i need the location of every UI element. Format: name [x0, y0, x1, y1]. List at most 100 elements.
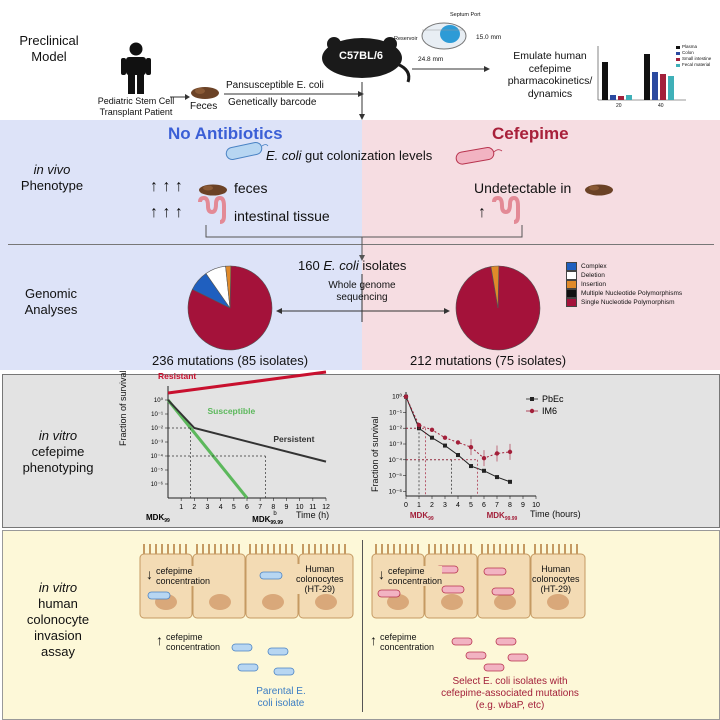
septum-port-label: Septum Port [450, 12, 481, 18]
right-pie-caption: 212 mutations (75 isolates) [410, 353, 567, 368]
mini-bar-si-40 [660, 74, 666, 100]
genomic-left-bg [0, 244, 362, 370]
chart1-ytick: 10⁻⁴ [151, 453, 164, 460]
feces-label: Feces [190, 101, 218, 112]
chart1-label-susceptible: Susceptible [208, 406, 256, 416]
chart1-ytick: 10⁻³ [151, 440, 163, 446]
chart1-xtick: 6 [245, 504, 249, 511]
isolates-text: 160 E. coli isolates [298, 258, 407, 273]
right-down-arrow: ↓ [378, 566, 385, 582]
chart1-ytick: 10⁻¹ [151, 412, 163, 418]
chart1-line-resistant [167, 370, 327, 395]
chart2-xtick: 3 [443, 502, 447, 509]
emulate-text: Emulate human cefepime pharmacokinetics/… [507, 50, 593, 100]
mini-legend: Plasma Colon Small intestine Fecal mater… [676, 44, 711, 68]
select-label: Select E. coli isolates with cefepime-as… [441, 676, 579, 711]
chart1-label-persistent: Persistent [273, 434, 314, 444]
chart1-xtick: 8 [271, 504, 275, 511]
chart2-ytick: 10⁻² [389, 425, 403, 432]
wgs-left-arrow [276, 308, 362, 314]
chart2-legend-pbec: PbEc [542, 394, 564, 404]
chart2-xtick: 4 [456, 502, 460, 509]
invivo-label: in vivo Phenotype [20, 162, 84, 193]
chart2-ytick: 10⁻³ [389, 441, 403, 448]
colonization-text: E. coli gut colonization levels [266, 148, 433, 163]
reservoir-label: Reservoir [394, 36, 418, 42]
right-pie-slice-insertion [490, 265, 500, 309]
pie-right [455, 265, 541, 351]
mouse-down-arrow [359, 82, 365, 120]
chart1-b-mark: b [273, 511, 277, 517]
chart1-mdk9999: MDK99.99 [252, 515, 283, 526]
single-up-arrow: ↑ [478, 204, 486, 221]
chart2-legend-im6: IM6 [542, 406, 557, 416]
genomic-label: Genomic Analyses [24, 286, 78, 317]
chart1-label-resistant: Resistant [158, 371, 196, 381]
mini-bar-fecal-40 [668, 76, 674, 100]
chart2-point-pbec [456, 453, 460, 458]
left-human-label: Human colonocytes (HT-29) [296, 564, 344, 594]
port-device-icon [421, 22, 467, 50]
chart2-point-pbec [469, 464, 473, 469]
chart2-point-pbec [495, 475, 499, 480]
legend-snp: Single Nucleotide Polymorphism [566, 298, 682, 307]
feces-icon-right [585, 184, 613, 196]
chart2-point-im6 [403, 394, 409, 399]
chart1-xtick: 11 [309, 504, 316, 511]
left-pie-caption: 236 mutations (85 isolates) [152, 353, 309, 368]
wgs-right-arrow [362, 308, 450, 314]
patient-label: Pediatric Stem Cell Transplant Patient [97, 96, 175, 117]
right-up-arrow: ↑ [370, 632, 377, 648]
red-bacteria-cluster [451, 637, 529, 672]
invivo-left-bg [0, 120, 362, 244]
mini-bar-fecal-20 [626, 95, 632, 100]
mini-bar-colon-40 [652, 72, 658, 100]
mouse-icon [322, 37, 411, 83]
feces-icon [191, 87, 219, 99]
arrow-top-label: Pansusceptible E. coli [226, 80, 324, 91]
mini-x-40: 40 [658, 103, 664, 109]
chart1-xlabel: Time (h) [296, 510, 330, 520]
feces-icon-invivo [199, 184, 227, 196]
dim-height-label: 15.0 mm [476, 34, 502, 41]
invitro-phenotyping-label: in vitro cefepime phenotyping [22, 428, 94, 475]
arrow-bottom-label: Genetically barcode [228, 97, 317, 108]
chart1-xtick: 3 [206, 504, 210, 511]
intestinal-text: intestinal tissue [234, 208, 330, 224]
chart1-ytick: 10⁰ [154, 397, 164, 404]
isolates-down-arrow [361, 274, 363, 322]
chart2-point-im6 [455, 440, 461, 445]
right-down-conc: cefepime concentration [388, 566, 443, 586]
chart2-ytick: 10⁻¹ [389, 409, 403, 416]
chart2-xlabel: Time (hours) [530, 509, 581, 519]
left-up-conc: cefepime concentration [166, 632, 221, 652]
chart2-xtick: 6 [482, 502, 486, 509]
invivo-right-bg [362, 120, 720, 244]
invivo-bracket [205, 225, 523, 261]
pie-left [187, 265, 273, 351]
chart1-xtick: 2 [192, 504, 196, 511]
left-pie-slice-insertion [225, 265, 232, 309]
chart1-xtick: 5 [232, 504, 236, 511]
chart2-xtick: 7 [495, 502, 499, 509]
dim-width-label: 24.8 mm [418, 56, 444, 63]
chart1-ylabel: Fraction of survival [118, 370, 128, 446]
chart1-line-persistent [167, 399, 327, 463]
right-up-conc: cefepime concentration [380, 632, 435, 652]
legend-mnp: Multiple Nucleotide Polymorphisms [566, 289, 682, 298]
left-down-arrow: ↓ [146, 566, 153, 582]
chart2-line-im6 [405, 396, 511, 459]
left-down-conc: cefepime concentration [156, 566, 211, 586]
chart1-xtick: 9 [285, 504, 289, 511]
invitro-phenotyping-bg [2, 374, 720, 528]
chart2-ytick: 10⁰ [392, 393, 402, 401]
arrows-feces: ↑ ↑ ↑ [150, 178, 183, 195]
chart2-xtick: 8 [508, 502, 512, 509]
pk-mini-chart [597, 46, 686, 101]
chart2-point-pbec [430, 435, 434, 440]
chart1-ytick: 10⁻⁵ [151, 467, 164, 474]
chart1-xtick: 7 [258, 504, 262, 511]
chart1-xtick: 10 [296, 504, 304, 511]
